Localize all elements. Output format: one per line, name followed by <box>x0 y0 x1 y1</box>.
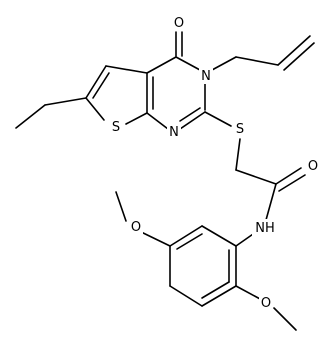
bond-c5-c6 <box>85 65 107 99</box>
bond-ar5-ar6-double <box>201 281 230 299</box>
bond-c4a-c5 <box>105 65 148 74</box>
bond-c6-ch2 <box>44 97 87 106</box>
bond-ar1-ar2 <box>201 225 237 247</box>
bond-c5-c6-double <box>92 72 110 99</box>
svg-text:O: O <box>261 296 271 311</box>
bond-n3-ch2 <box>211 56 237 71</box>
svg-text:O: O <box>174 16 184 31</box>
methoxy-oxygen-lower-label: O <box>259 294 273 311</box>
svg-text:N: N <box>201 69 211 84</box>
bond-allyl-ch2-ch <box>235 56 279 66</box>
bond-c2-n1-double <box>179 107 201 122</box>
svg-text:N: N <box>169 125 179 140</box>
bond-ar2-ar3 <box>169 225 203 247</box>
atom-labels: O N S N S O NH O <box>109 14 320 311</box>
svg-text:NH: NH <box>255 221 275 236</box>
amide-nh-label: NH <box>252 219 278 236</box>
bonds <box>15 31 315 331</box>
bond-c4-c4a <box>146 56 177 74</box>
bond-co-nh <box>265 183 277 221</box>
bond-ch2-ch3 <box>15 104 46 129</box>
bond-co-o <box>275 167 302 185</box>
bond-c2-s <box>204 111 232 127</box>
bond-ar2-ar3-double <box>176 233 203 250</box>
carbonyl-oxygen-label: O <box>172 14 186 31</box>
bond-c4-n3 <box>175 56 201 71</box>
bond-allyl-ch-ch2-double <box>283 42 315 71</box>
bond-allyl-ch-ch2 <box>277 35 311 66</box>
bond-ch2-co <box>235 169 277 185</box>
amide-oxygen-label: O <box>306 157 320 174</box>
bond-ar4-ar5 <box>169 285 203 307</box>
ring-nitrogen-label: N <box>199 67 213 84</box>
svg-text:S: S <box>236 122 244 137</box>
bond-o-ch3-lower <box>273 307 297 331</box>
bond-c6-s <box>85 97 105 121</box>
svg-text:O: O <box>131 220 141 235</box>
bond-c2-n1 <box>179 111 206 130</box>
methoxy-oxygen-upper-label: O <box>129 218 143 235</box>
svg-text:S: S <box>112 120 120 135</box>
bond-ar6-o <box>235 285 263 301</box>
svg-text:O: O <box>308 159 318 174</box>
bond-ar5-ar6 <box>201 285 237 307</box>
bond-s-c7a <box>125 112 148 125</box>
bond-co-o-double <box>278 174 306 192</box>
bond-o-ch3-upper <box>115 191 127 222</box>
thiophene-sulfur-label: S <box>109 118 123 135</box>
pyrimidine-nitrogen-label: N <box>167 123 181 140</box>
thioether-sulfur-label: S <box>233 120 247 137</box>
bond-s-ch2 <box>235 138 241 171</box>
bond-n1-c7a <box>146 112 169 130</box>
